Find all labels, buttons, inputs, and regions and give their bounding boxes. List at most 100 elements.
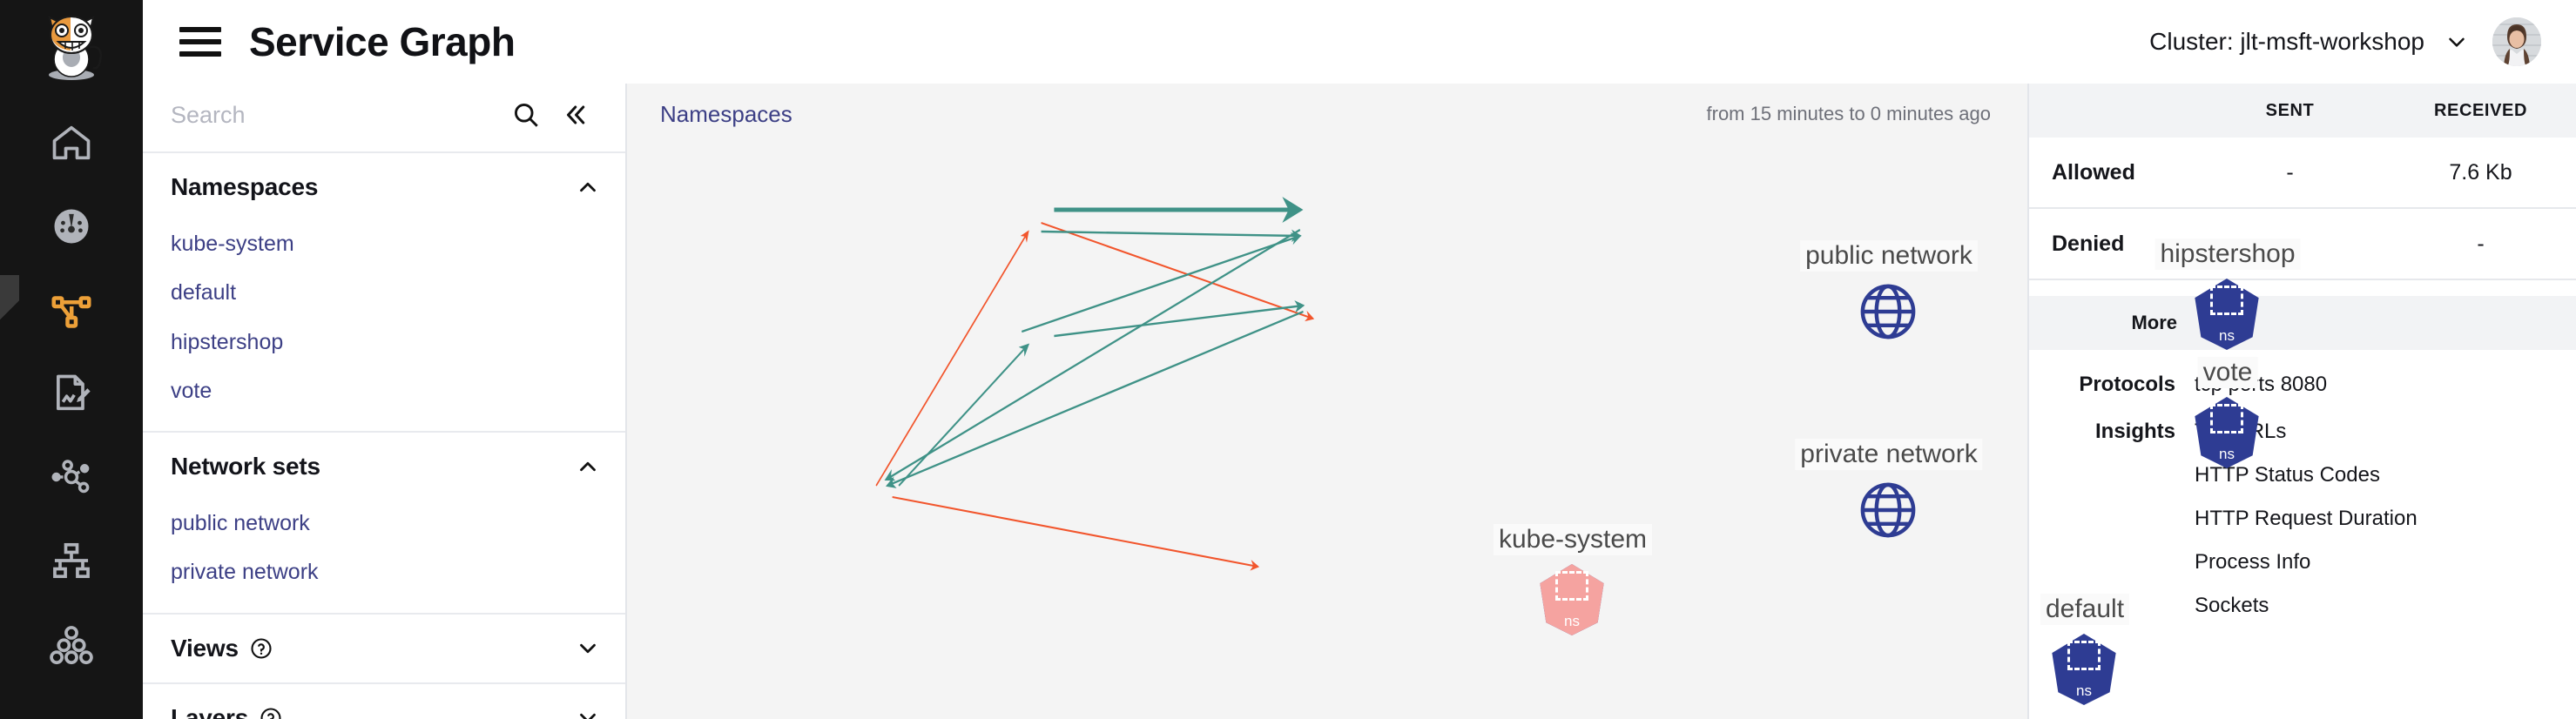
cluster-label: Cluster: jlt-msft-workshop (2149, 28, 2424, 55)
icon-rail (0, 0, 143, 719)
rail-item-list (0, 101, 143, 686)
collapse-panel-button[interactable] (550, 99, 599, 131)
edge-kube-system-to-private-network (898, 343, 1030, 487)
sidebar-item-policies[interactable] (0, 352, 143, 435)
graph-canvas[interactable]: public network hipstershop ns (627, 84, 2301, 719)
edge-hipstershop-to-kube-system (884, 228, 1301, 481)
namespace-hexagon[interactable]: ns (2193, 279, 2261, 350)
traffic-table: SENT RECEIVED Allowed - 7.6 Kb Denied - … (2029, 84, 2576, 280)
insights-row: Insights Top URLs HTTP Status Codes HTTP… (2029, 420, 2576, 618)
namespace-hexagon[interactable]: ns (2193, 397, 2261, 468)
sidebar-item-network[interactable] (0, 435, 143, 519)
service-graph-icon (51, 296, 91, 328)
breadcrumb[interactable]: Namespaces (660, 100, 792, 127)
edge-kube-system-to-default (892, 495, 1260, 571)
insight-item-http-request-duration[interactable]: HTTP Request Duration (2195, 507, 2418, 530)
nodes-cluster-icon (50, 626, 93, 665)
edge-vote-to-kube-system (886, 310, 1304, 488)
traffic-table-header: SENT RECEIVED (2029, 84, 2576, 138)
chevron-up-icon[interactable] (575, 454, 601, 480)
namespace-dashed-box (1555, 570, 1588, 601)
globe-icon[interactable] (1855, 279, 1921, 345)
sidebar-item-kube-system[interactable]: kube-system (171, 232, 294, 256)
left-sidebar-panel: Namespaces kube-system default hipstersh… (143, 0, 627, 719)
cluster-selector[interactable]: Cluster: jlt-msft-workshop (2149, 28, 2470, 56)
double-chevron-left-icon (567, 105, 585, 124)
graph-node-vote[interactable]: vote ns (2193, 357, 2261, 468)
network-molecule-icon (51, 460, 90, 494)
calico-cat-logo[interactable] (32, 7, 111, 85)
sidebar-section-title: Network sets (171, 453, 320, 480)
more-section-header[interactable]: More (2029, 296, 2576, 350)
edge-private-network-to-vote (1054, 300, 1305, 338)
table-header-received: RECEIVED (2433, 100, 2528, 120)
chevron-down-icon[interactable] (575, 705, 601, 719)
time-range-label[interactable]: from 15 minutes to 0 minutes ago (1706, 103, 1992, 124)
namespace-dashed-box (2210, 285, 2243, 315)
row-label: Allowed (2052, 159, 2135, 185)
protocols-label: Protocols (2079, 373, 2175, 396)
app-header: Service Graph Cluster: jlt-msft-workshop (143, 0, 2576, 84)
insight-item-process-info[interactable]: Process Info (2195, 550, 2311, 574)
search-input[interactable] (171, 101, 502, 129)
sidebar-section-header-layers[interactable]: Layers (143, 684, 625, 719)
namespace-kind-label: ns (2219, 446, 2235, 462)
graph-node-public-network[interactable]: public network (1800, 240, 1978, 345)
protocols-row: Protocols tcp ports 8080 (2029, 373, 2576, 397)
namespace-dashed-box (2210, 403, 2243, 433)
graph-node-private-network[interactable]: private network (1795, 439, 1983, 543)
namespace-hexagon[interactable]: ns (2050, 634, 2118, 705)
graph-node-label: default (2040, 594, 2130, 625)
more-label: More (2131, 312, 2177, 333)
table-row-allowed: Allowed - 7.6 Kb (2029, 138, 2576, 209)
search-row (143, 77, 625, 153)
graph-node-label: vote (2197, 357, 2258, 388)
sidebar-item-vote[interactable]: vote (171, 378, 212, 403)
sidebar-section-header-views[interactable]: Views (143, 615, 625, 682)
graph-node-label: kube-system (1493, 524, 1653, 555)
chevron-up-icon[interactable] (575, 174, 601, 200)
graph-edges-layer (875, 197, 1315, 571)
sidebar-section-namespaces: Namespaces kube-system default hipstersh… (143, 153, 625, 433)
graph-node-label: hipstershop (2155, 239, 2301, 270)
namespace-dashed-box (2067, 640, 2101, 670)
network-set-list: public network private network (143, 501, 625, 613)
help-circle-icon[interactable] (259, 706, 283, 719)
chevron-down-icon[interactable] (2444, 29, 2470, 55)
edge-private-network-to-hipstershop (1022, 232, 1302, 333)
sidebar-item-hipstershop[interactable]: hipstershop (171, 329, 284, 354)
help-circle-icon[interactable] (249, 636, 273, 661)
avatar[interactable] (2492, 17, 2541, 66)
sidebar-section-views: Views (143, 615, 625, 684)
sidebar-section-header-network-sets[interactable]: Network sets (143, 433, 625, 501)
sidebar-section-title: Views (171, 634, 239, 662)
sidebar-item-public-network[interactable]: public network (171, 511, 310, 535)
sidebar-item-home[interactable] (0, 101, 143, 185)
namespace-hexagon-selected[interactable]: ns (1538, 564, 1606, 635)
policies-document-edit-icon (56, 374, 91, 411)
home-icon (52, 125, 91, 160)
graph-node-kube-system[interactable]: kube-system ns (1493, 524, 1653, 635)
chevron-down-icon[interactable] (575, 635, 601, 662)
hamburger-menu-icon[interactable] (172, 20, 228, 64)
header-right-group: Cluster: jlt-msft-workshop (2149, 17, 2541, 66)
row-received-value: 7.6 Kb (2449, 159, 2512, 185)
search-icon (515, 104, 538, 127)
globe-icon[interactable] (1855, 477, 1921, 543)
search-button[interactable] (502, 99, 550, 131)
graph-node-hipstershop[interactable]: hipstershop ns (2155, 239, 2301, 350)
graph-toolbar: Namespaces from 15 minutes to 0 minutes … (627, 84, 2027, 144)
insight-item-sockets[interactable]: Sockets (2195, 594, 2269, 617)
sidebar-item-nodes[interactable] (0, 602, 143, 686)
sidebar-item-service-graph[interactable] (0, 268, 143, 352)
sidebar-section-network-sets: Network sets public network private netw… (143, 433, 625, 615)
namespace-list: kube-system default hipstershop vote (143, 221, 625, 431)
sidebar-section-title: Namespaces (171, 173, 319, 200)
sidebar-item-dashboard[interactable] (0, 185, 143, 268)
sidebar-item-hierarchy[interactable] (0, 519, 143, 602)
sidebar-item-private-network[interactable]: private network (171, 560, 319, 585)
graph-node-default[interactable]: default ns (2040, 594, 2130, 705)
namespace-kind-label: ns (2076, 682, 2092, 699)
sidebar-section-header-namespaces[interactable]: Namespaces (143, 153, 625, 221)
sidebar-item-default[interactable]: default (171, 280, 237, 306)
